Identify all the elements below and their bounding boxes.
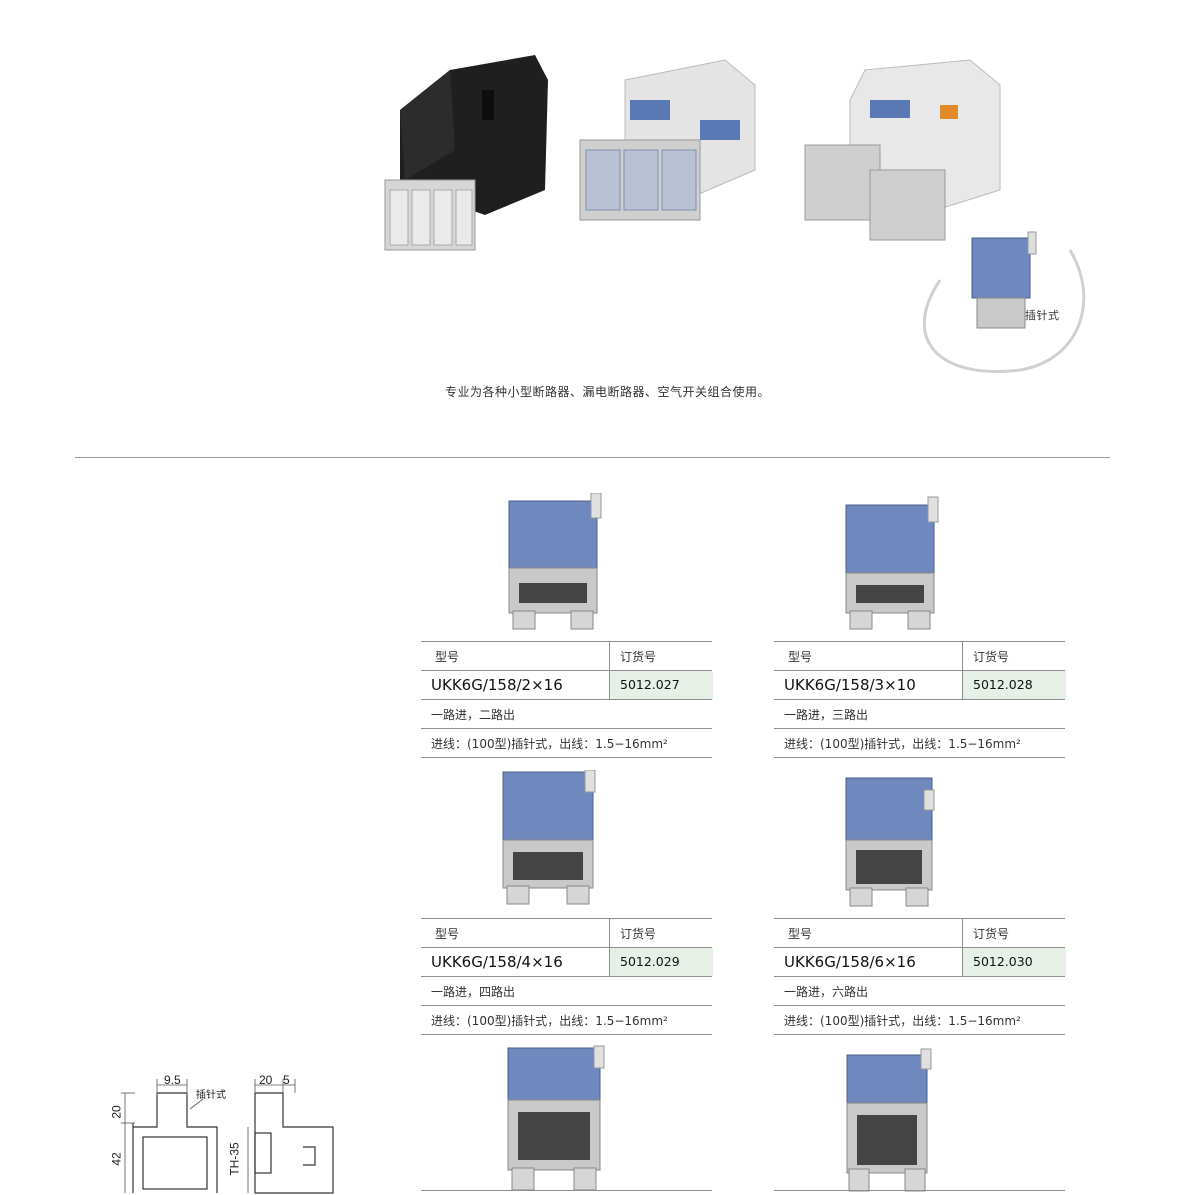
model-number: UKK6G/158/6×16 bbox=[784, 953, 916, 971]
order-number: 5012.029 bbox=[620, 954, 680, 969]
inset-pin-label: 插针式 bbox=[1025, 309, 1060, 322]
section-divider bbox=[75, 457, 1110, 458]
product-card-2: 型号 订货号 UKK6G/158/3×10 5012.028 一路进，三路出 进… bbox=[774, 493, 1066, 758]
dim-20-left-label: 20 bbox=[109, 1105, 124, 1119]
model-header: 型号 bbox=[435, 927, 460, 941]
black-breaker-photo bbox=[384, 55, 548, 251]
product-card-3: 型号 订货号 UKK6G/158/4×16 5012.029 一路进，四路出 进… bbox=[421, 769, 713, 1035]
pin-type-inset bbox=[922, 231, 1086, 373]
product-description: 一路进，六路出 bbox=[784, 985, 869, 999]
dim-9-5-label: 9.5 bbox=[164, 1073, 181, 1087]
model-number: UKK6G/158/3×10 bbox=[784, 676, 916, 694]
mcb-breaker-photo bbox=[579, 59, 756, 221]
order-header: 订货号 bbox=[609, 919, 713, 947]
model-number: UKK6G/158/2×16 bbox=[431, 676, 563, 694]
product-spec: 进线：(100型)插针式，出线：1.5−16mm² bbox=[431, 737, 668, 751]
product-spec: 进线：(100型)插针式，出线：1.5−16mm² bbox=[784, 737, 1021, 751]
intro-caption: 专业为各种小型断路器、漏电断路器、空气开关组合使用。 bbox=[445, 385, 771, 399]
product-description: 一路进，四路出 bbox=[431, 985, 516, 999]
rail-th35-label: TH-35 bbox=[227, 1142, 242, 1176]
product-image bbox=[774, 493, 1065, 641]
rcd-breaker-photo bbox=[804, 59, 1001, 241]
side-view bbox=[254, 1092, 334, 1194]
model-header: 型号 bbox=[435, 650, 460, 664]
model-number: UKK6G/158/4×16 bbox=[431, 953, 563, 971]
product-description: 一路进，三路出 bbox=[784, 708, 869, 722]
product-spec: 进线：(100型)插针式，出线：1.5−16mm² bbox=[784, 1014, 1021, 1028]
product-spec: 进线：(100型)插针式，出线：1.5−16mm² bbox=[431, 1014, 668, 1028]
order-number: 5012.028 bbox=[973, 677, 1033, 692]
order-number: 5012.027 bbox=[620, 677, 680, 692]
product-image bbox=[421, 492, 712, 641]
dim-5-label: 5 bbox=[283, 1073, 290, 1087]
product-description: 一路进，二路出 bbox=[431, 708, 516, 722]
order-header: 订货号 bbox=[962, 642, 1066, 670]
front-view bbox=[132, 1092, 218, 1193]
order-header: 订货号 bbox=[609, 642, 713, 670]
dim-42-label: 42 bbox=[109, 1152, 124, 1166]
model-header: 型号 bbox=[788, 650, 813, 664]
product-card-1: 型号 订货号 UKK6G/158/2×16 5012.027 一路进，二路出 进… bbox=[421, 492, 713, 758]
product-card-4: 型号 订货号 UKK6G/158/6×16 5012.030 一路进，六路出 进… bbox=[774, 770, 1066, 1035]
breaker-photos bbox=[384, 55, 1086, 373]
dimension-drawing bbox=[121, 1079, 334, 1194]
model-header: 型号 bbox=[788, 927, 813, 941]
pin-type-label: 插针式 bbox=[196, 1090, 226, 1101]
dim-20-top-label: 20 bbox=[259, 1073, 273, 1087]
product-image bbox=[421, 769, 712, 918]
order-number: 5012.030 bbox=[973, 954, 1033, 969]
bottom-rule-left bbox=[421, 1190, 712, 1191]
product-image-6 bbox=[846, 1048, 932, 1192]
product-image-5 bbox=[507, 1045, 605, 1191]
bottom-rule-right bbox=[774, 1190, 1065, 1191]
order-header: 订货号 bbox=[962, 919, 1066, 947]
product-image bbox=[774, 770, 1065, 918]
